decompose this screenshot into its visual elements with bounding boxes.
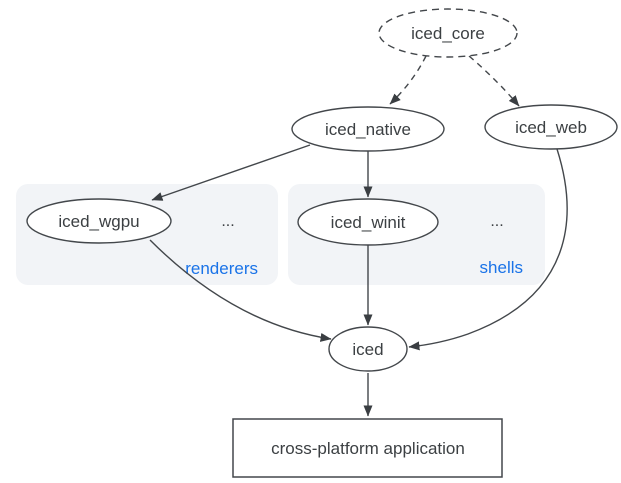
iced-ellipse: [328, 326, 408, 372]
edge-iced-native-to-iced-wgpu: [151, 144, 311, 201]
iced-wgpu-label: iced_wgpu: [58, 212, 139, 231]
iced-native-ellipse: [291, 106, 445, 152]
node-iced-core: iced_core: [378, 8, 518, 58]
app-rect: [232, 418, 503, 478]
edge-iced-core-to-iced-native: [389, 55, 427, 105]
iced-winit-label: iced_winit: [331, 213, 406, 232]
iced-core-label: iced_core: [411, 24, 485, 43]
shells-ellipsis: ...: [490, 213, 503, 230]
shells-label: shells: [480, 258, 523, 277]
iced-label: iced: [352, 340, 383, 359]
iced-wgpu-ellipse: [26, 198, 172, 244]
edge-iced-web-to-iced: [408, 148, 568, 351]
renderers-ellipsis: ...: [221, 213, 234, 230]
node-cross-platform-application: cross-platform application: [232, 418, 503, 478]
iced-web-ellipse: [484, 104, 618, 150]
edge-iced-core-to-iced-web: [468, 55, 520, 107]
edge-iced-wgpu-to-iced: [149, 239, 332, 342]
node-iced-winit: iced_winit: [297, 198, 439, 246]
node-iced: iced: [328, 326, 408, 372]
iced-native-label: iced_native: [325, 120, 411, 139]
app-label: cross-platform application: [271, 439, 465, 458]
renderers-label: renderers: [185, 259, 258, 278]
iced-web-label: iced_web: [515, 118, 587, 137]
node-iced-native: iced_native: [291, 106, 445, 152]
iced-winit-ellipse: [297, 198, 439, 246]
node-iced-wgpu: iced_wgpu: [26, 198, 172, 244]
node-iced-web: iced_web: [484, 104, 618, 150]
iced-core-ellipse: [378, 8, 518, 58]
